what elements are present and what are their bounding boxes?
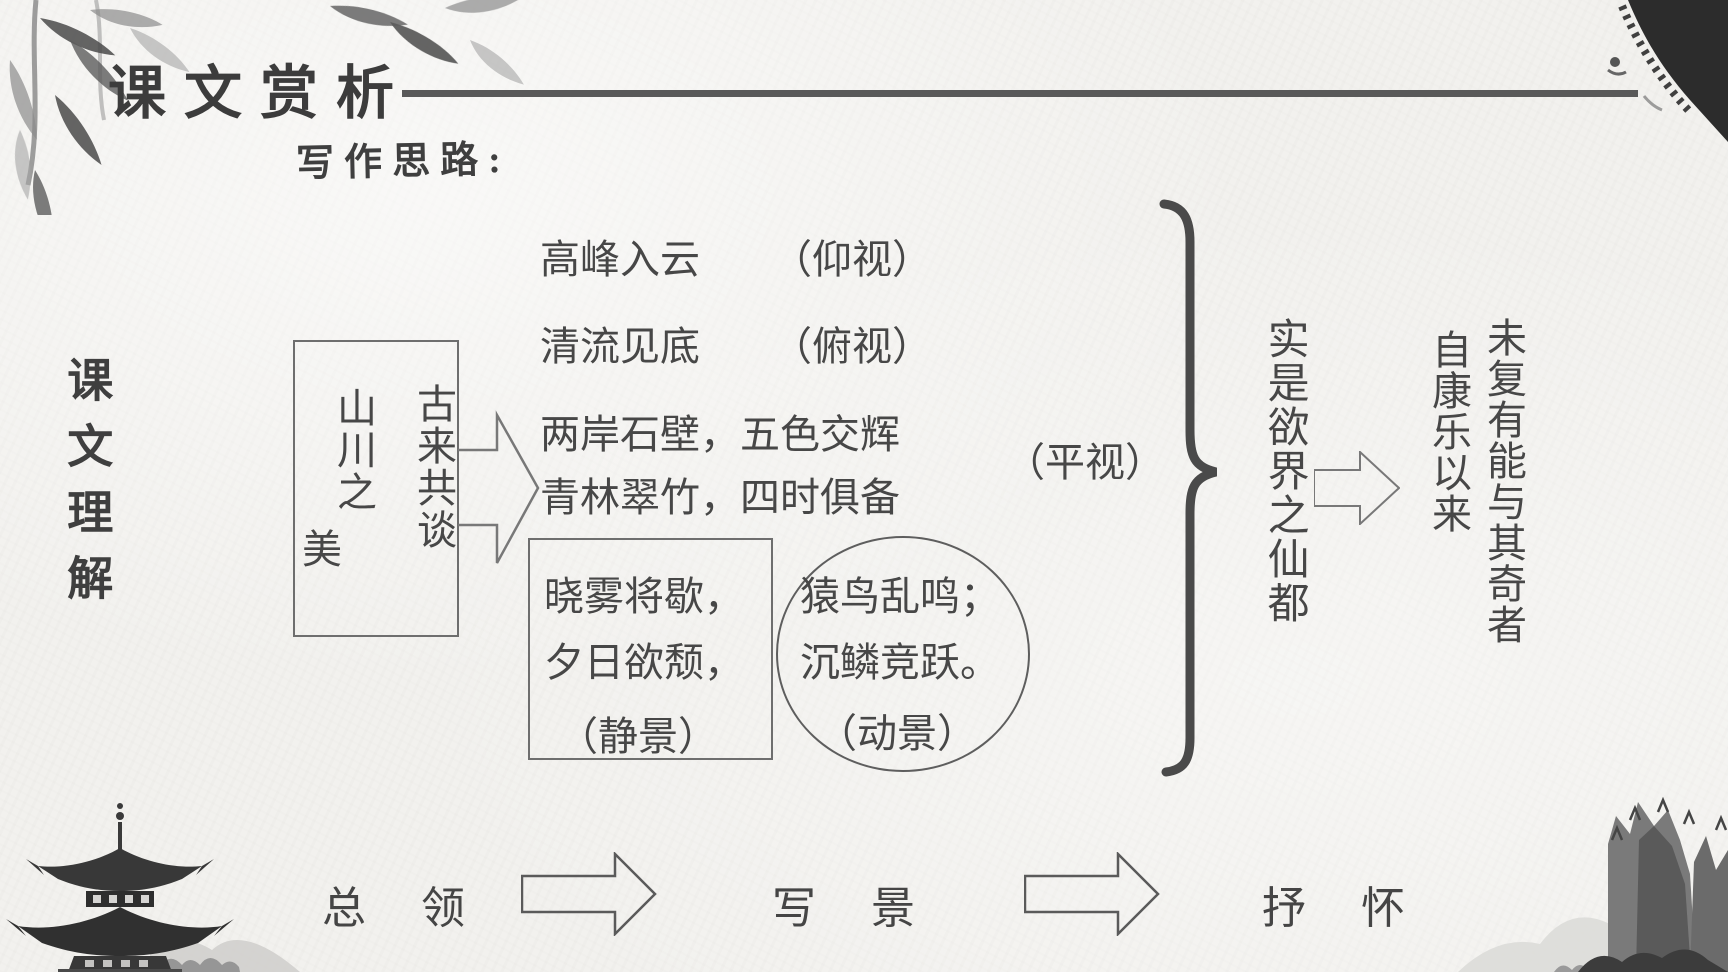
view-note: （俯视） (772, 324, 932, 369)
static-scene-box: 晓雾将歇， 夕日欲颓， （静景） (528, 538, 773, 760)
observation-text: 高峰入云 (540, 237, 700, 282)
small-block-arrow-right-icon (1314, 451, 1400, 525)
page-title: 课文赏析 (108, 61, 413, 126)
observation-line: 清流见底 （俯视） (540, 327, 932, 367)
bamboo-ink-decoration (9, 0, 524, 215)
static-line-1: 晓雾将歇， (544, 574, 744, 619)
flow-block-arrow-right-icon (1024, 852, 1160, 936)
coda-vertical-left: 自康乐以来 (1426, 329, 1471, 534)
title-underline (402, 90, 1638, 97)
dynamic-scene-circle: 猿鸟乱鸣； 沉鳞竞跃。 （动景） (776, 536, 1030, 772)
lead-box-column-right: 古来共谈 (411, 383, 456, 551)
subtitle-writing-approach: 写作思路: (295, 138, 512, 186)
lead-phrase-box (293, 340, 459, 637)
static-label: （静景） (558, 714, 718, 759)
flow-step-summary: 总 领 (322, 884, 487, 933)
conclusion-vertical-text: 实是欲界之仙都 (1261, 317, 1308, 625)
lead-block-arrow-right-icon (458, 410, 540, 564)
dynamic-label: （动景） (817, 711, 977, 756)
roof-eave-ink-decoration (1607, 0, 1728, 142)
right-curly-brace-icon (1159, 199, 1218, 777)
static-line-2: 夕日欲颓， (544, 640, 744, 685)
view-note: （仰视） (772, 237, 932, 282)
observation-text: 清流见底 (540, 324, 700, 369)
dynamic-line-1: 猿鸟乱鸣； (800, 574, 1000, 619)
flow-block-arrow-right-icon (521, 852, 657, 936)
observation-line: 高峰入云 （仰视） (540, 240, 932, 280)
mountain-ink-decoration (1458, 796, 1728, 972)
side-label-text-comprehension: 课文理解 (61, 356, 113, 620)
coda-vertical-right: 未复有能与其奇者 (1481, 317, 1526, 645)
level-view-note: （平视） (1005, 440, 1165, 485)
lead-box-column-left: 山川之 (331, 387, 376, 513)
pagoda-ink-decoration (6, 803, 300, 972)
observation-line: 青林翠竹，四时俱备 (540, 475, 900, 520)
lead-box-column-wrap: 美 (296, 528, 341, 570)
flow-step-emotion: 抒 怀 (1262, 884, 1427, 933)
flow-step-scenery: 写 景 (772, 884, 937, 933)
dynamic-line-2: 沉鳞竞跃。 (800, 640, 1000, 685)
observation-line: 两岸石壁，五色交辉 (540, 412, 900, 457)
